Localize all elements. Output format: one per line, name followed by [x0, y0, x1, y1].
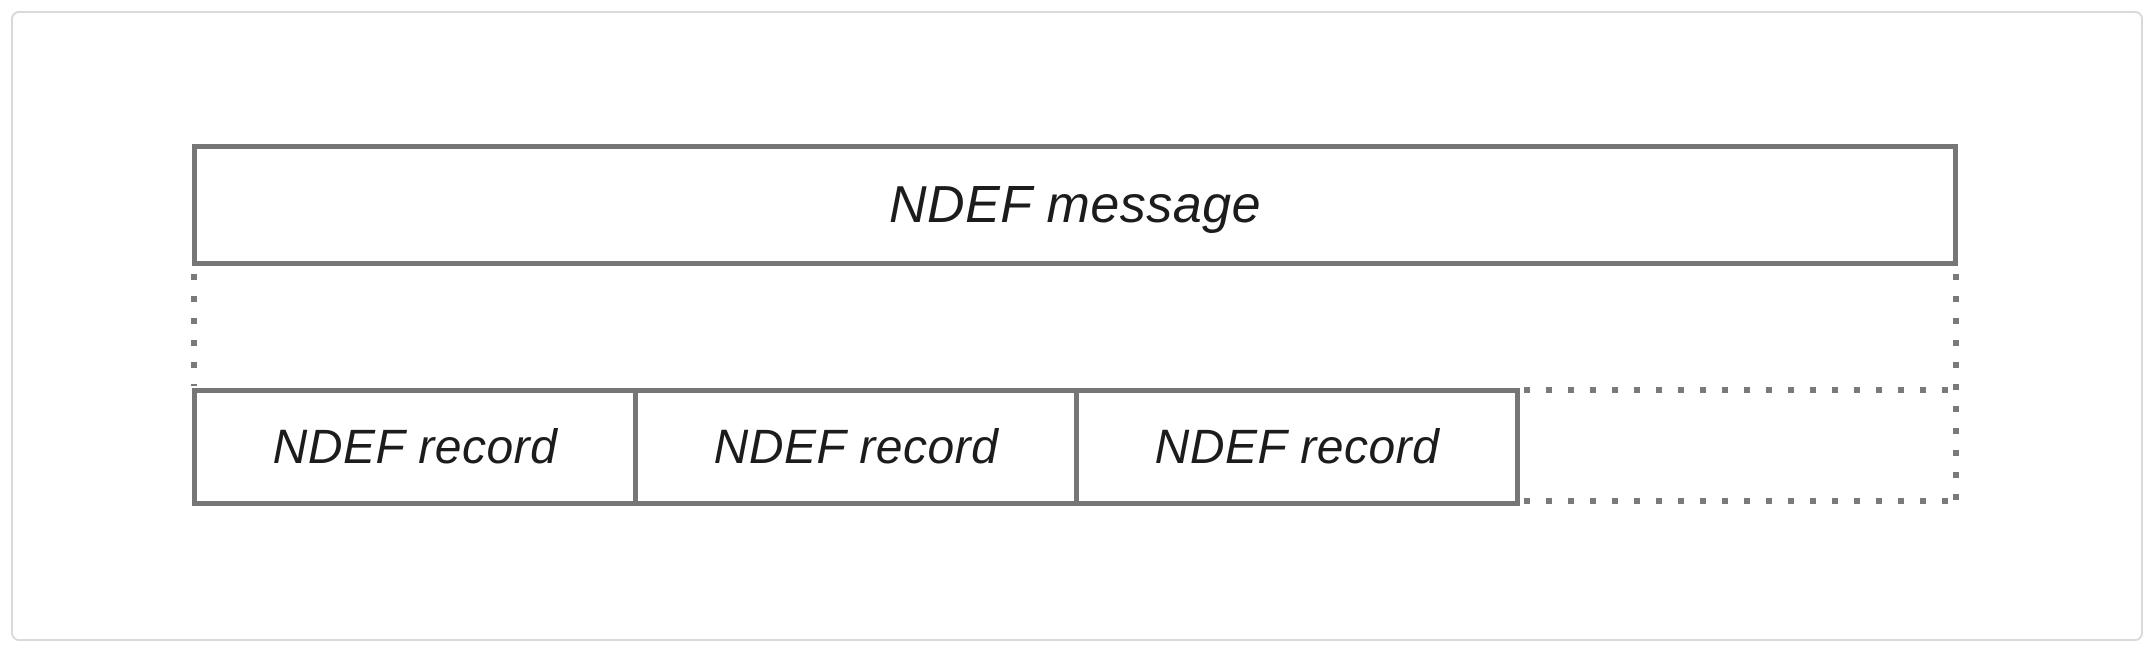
ndef-record-box-1: NDEF record [192, 388, 638, 506]
ndef-record-box-2: NDEF record [633, 388, 1079, 506]
ndef-record-label: NDEF record [713, 420, 999, 474]
dotted-continuation-top [1524, 387, 1954, 393]
dotted-connector-right [1953, 274, 1959, 504]
diagram-frame [11, 11, 2143, 641]
ndef-record-label: NDEF record [272, 420, 558, 474]
ndef-message-label: NDEF message [888, 176, 1262, 234]
ndef-record-box-3: NDEF record [1074, 388, 1520, 506]
ndef-record-label: NDEF record [1154, 420, 1440, 474]
dotted-connector-left [191, 274, 197, 386]
ndef-message-box: NDEF message [192, 144, 1958, 266]
dotted-continuation-bottom [1524, 498, 1954, 504]
